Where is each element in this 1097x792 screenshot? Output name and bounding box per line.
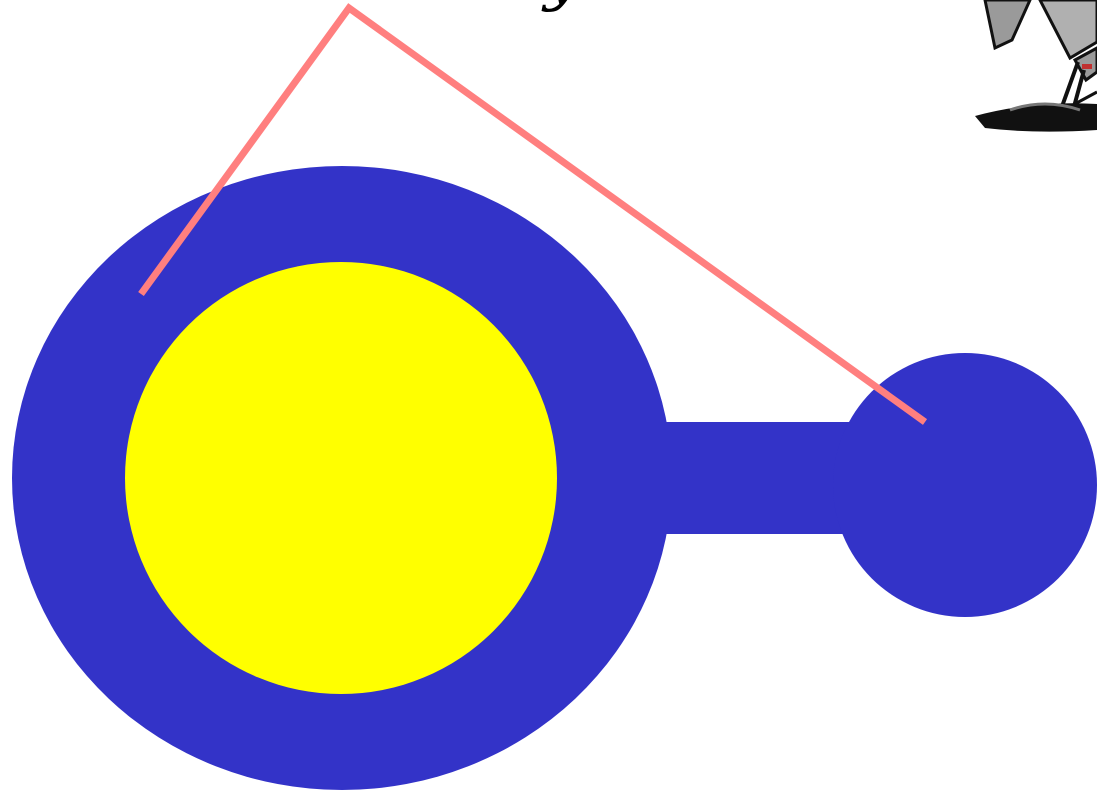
- yellow-core: [125, 262, 557, 694]
- caption-fragment: y: [541, 0, 581, 14]
- small-blue-circle: [833, 353, 1097, 617]
- satellite-dish-icon: [975, 0, 1097, 132]
